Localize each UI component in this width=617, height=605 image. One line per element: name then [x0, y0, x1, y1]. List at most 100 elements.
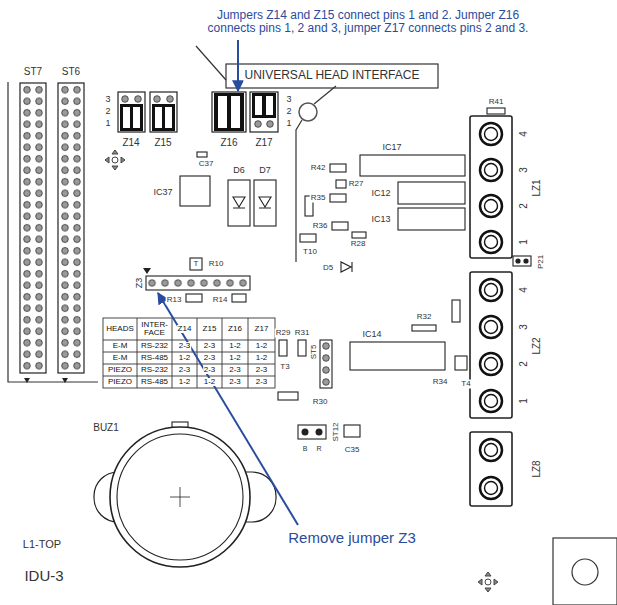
component-outline — [332, 222, 348, 230]
jumper-z17 — [255, 96, 262, 115]
part-label: C35 — [344, 446, 361, 455]
terminal-block-lz8 — [485, 482, 498, 495]
part-label: LZ1 — [531, 178, 542, 197]
jumper-z16 — [231, 96, 240, 128]
component-outline — [398, 182, 465, 204]
jumper-z17 — [267, 121, 274, 128]
terminal-block-lz2 — [485, 321, 498, 334]
board-outline — [553, 538, 617, 605]
board-outline — [226, 64, 438, 88]
jumper-z17 — [252, 93, 276, 118]
pin-header-p21 — [513, 256, 531, 266]
table-cell: PIEZO — [107, 378, 133, 386]
terminal-block-lz2 — [480, 316, 502, 338]
pin-header-z3 — [143, 268, 250, 290]
table-cell: 1-2 — [255, 342, 269, 350]
pin-header-p21 — [523, 258, 528, 263]
part-label: ST12 — [332, 421, 341, 442]
jumper-z14 — [118, 92, 145, 132]
pin-number: 3 — [518, 323, 529, 331]
part-label: IC13 — [370, 214, 391, 224]
jumper-z14 — [120, 104, 143, 131]
part-label: IC37 — [152, 187, 173, 197]
diode-symbol — [341, 262, 352, 272]
terminal-block-lz2 — [485, 284, 498, 297]
terminal-block-lz2 — [470, 272, 512, 418]
jumper-z17 — [250, 92, 278, 132]
table-cell: Z17 — [254, 325, 270, 333]
jumper-table — [103, 340, 275, 341]
buzzer-symbol — [110, 427, 250, 567]
pin-header-st5 — [323, 355, 330, 362]
fiducial-mark — [112, 157, 118, 163]
part-label: B — [302, 445, 309, 453]
jumper-table — [197, 318, 198, 388]
board-outline — [8, 46, 617, 605]
pin-header-st5 — [323, 367, 330, 374]
jumper-z15 — [150, 92, 177, 132]
jumper-z14 — [133, 107, 140, 128]
component-outline — [344, 425, 360, 437]
jumper-z14 — [118, 92, 145, 132]
pin-number: 3 — [104, 94, 111, 104]
component-outline — [197, 152, 207, 157]
jumper-z16 — [212, 92, 246, 132]
component-outline — [298, 340, 306, 356]
callout-text: Remove jumper Z3 — [287, 530, 417, 547]
pin-header-st5 — [320, 340, 332, 388]
part-label: LZ8 — [531, 459, 542, 478]
table-cell: 1-2 — [228, 354, 242, 362]
pin-header-z3 — [143, 268, 151, 274]
jumper-z17 — [255, 121, 262, 128]
part-label: LZ2 — [531, 336, 542, 355]
pin-number: 4 — [518, 286, 529, 294]
board-outline — [572, 559, 598, 585]
layer-name: L1-TOP — [22, 538, 62, 550]
part-label: D5 — [322, 264, 334, 273]
jumper-z15 — [165, 107, 172, 128]
pin-number: 3 — [518, 166, 529, 174]
part-label: R — [315, 445, 322, 453]
part-label: R34 — [432, 378, 449, 387]
terminal-block-lz2 — [470, 272, 512, 418]
pin-number: 4 — [518, 130, 529, 138]
terminal-block-lz1 — [485, 236, 498, 249]
terminal-block-lz1 — [480, 231, 502, 253]
terminal-block-lz8 — [480, 439, 502, 461]
buzzer-symbol — [180, 487, 181, 507]
part-label: ST7 — [23, 66, 43, 77]
part-label: R35 — [310, 194, 327, 203]
component-outline — [487, 108, 505, 114]
buzzer-symbol — [117, 434, 243, 560]
component-outline — [278, 392, 298, 400]
leader-arrow — [237, 40, 239, 91]
table-cell: 1-2 — [255, 354, 269, 362]
board-name: IDU-3 — [23, 568, 64, 585]
jumper-table — [103, 318, 275, 388]
note-text: Jumpers Z14 and Z15 connect pins 1 and 2… — [191, 9, 545, 36]
pin-header-p21 — [513, 256, 531, 266]
component-outline — [279, 340, 287, 356]
diode-symbol — [259, 197, 271, 208]
jumper-z15 — [150, 92, 177, 132]
terminal-block-lz8 — [480, 477, 502, 499]
terminal-block-lz1 — [485, 164, 498, 177]
part-label: IC12 — [370, 188, 391, 198]
fiducial-mark — [478, 572, 498, 592]
table-cell: 2-3 — [203, 342, 217, 350]
component-outline — [336, 180, 346, 188]
component-outline — [330, 194, 346, 202]
part-label: R28 — [350, 240, 367, 249]
board-outline — [8, 82, 98, 382]
diode-symbol — [233, 197, 245, 208]
pin-header-st7 — [24, 378, 30, 383]
component-outline — [352, 232, 366, 238]
part-label: R41 — [488, 98, 505, 107]
component-outline — [452, 300, 460, 322]
jumper-z16 — [214, 93, 244, 131]
terminal-block-lz1 — [485, 128, 498, 141]
component-outline — [360, 155, 465, 176]
part-label: IC14 — [361, 329, 382, 339]
pin-number: 2 — [518, 360, 529, 368]
table-cell: RS-232 — [140, 366, 169, 374]
